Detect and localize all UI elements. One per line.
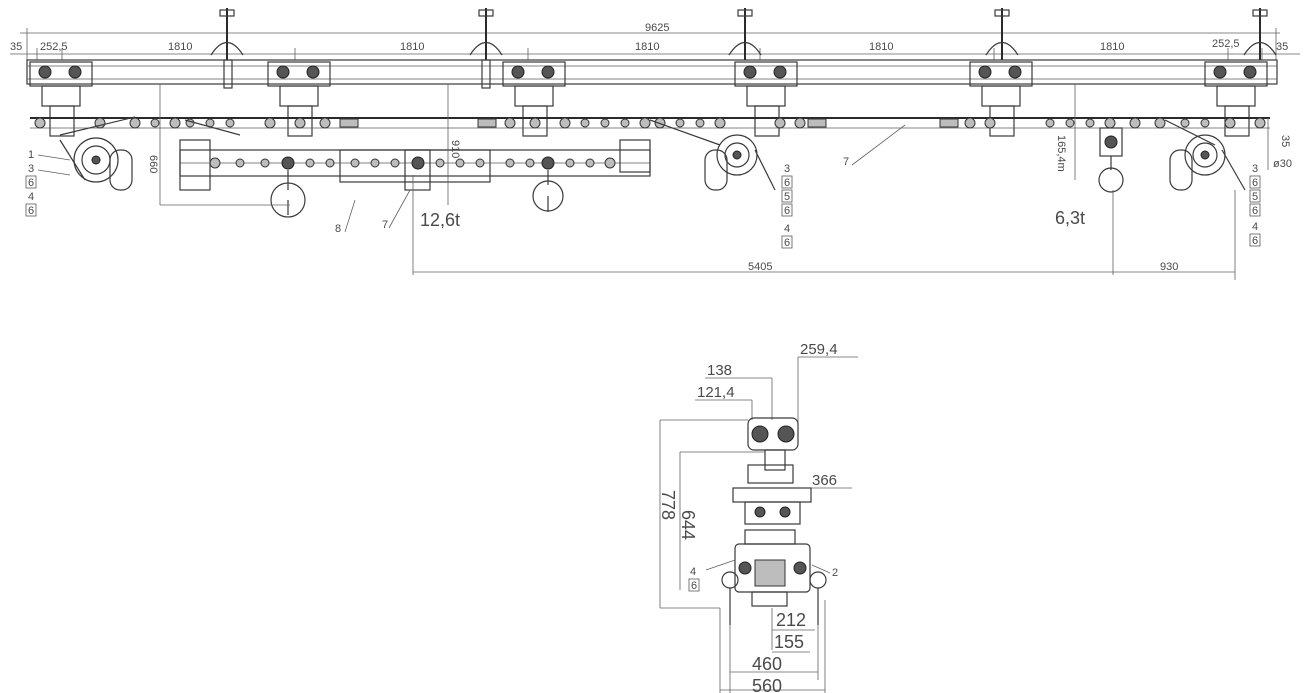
hook-left (270, 170, 306, 218)
callout-6-right-a: 6 (1252, 177, 1258, 189)
callout-6-left-a: 6 (28, 177, 34, 189)
hanger-4 (985, 8, 1019, 60)
winch-left (59, 137, 133, 191)
callout-7-right: 7 (843, 156, 849, 168)
height-644-label: 644 (678, 510, 698, 540)
callout-stack-center: 3 6 5 6 4 6 (781, 163, 793, 249)
load-left-label: 12,6t (420, 210, 460, 230)
section-callout-4: 4 (690, 566, 696, 578)
callout-6-center-a: 6 (784, 177, 790, 189)
winch-center (704, 134, 776, 191)
callout-6-left-b: 6 (28, 205, 34, 217)
right-drop-dim-label: 165,4m (1055, 135, 1067, 172)
callout-4-right: 4 (1252, 221, 1258, 233)
trolley-6 (1204, 61, 1268, 137)
end-offset-right-label: 35 (1276, 41, 1288, 53)
hanger-2 (469, 8, 503, 89)
height-dim-label: 910 (449, 140, 461, 158)
diameter-dim-label: ø30 (1273, 158, 1292, 170)
load-right-label: 6,3t (1055, 208, 1085, 228)
section-callout-2: 2 (832, 567, 838, 579)
overall-length-label: 9625 (645, 22, 669, 34)
callout-6-right-b: 6 (1252, 205, 1258, 217)
callout-1: 1 (28, 149, 34, 161)
callout-6-right-c: 6 (1252, 235, 1258, 247)
hook-right (1098, 127, 1124, 193)
width-121-label: 121,4 (697, 384, 735, 401)
width-138-label: 138 (707, 362, 732, 379)
width-460-label: 460 (752, 654, 782, 674)
end-offset-left-label: 35 (10, 41, 22, 53)
span-label-5: 1810 (1100, 41, 1124, 53)
span-label-2: 1810 (400, 41, 424, 53)
hanger-1 (210, 8, 244, 89)
callout-5-right: 5 (1252, 191, 1258, 203)
trolley-3 (502, 61, 566, 137)
width-560-label: 560 (752, 676, 782, 693)
callout-6-center-c: 6 (784, 237, 790, 249)
top-view: 9625 35 252,5 1810 1810 1810 1810 1810 2… (10, 8, 1300, 280)
callout-6-center-b: 6 (784, 205, 790, 217)
section-callout-6: 6 (691, 580, 697, 592)
trolley-1 (29, 61, 93, 137)
hanger-5 (1243, 8, 1277, 60)
section-view: 259,4 138 121,4 366 778 644 (658, 341, 858, 693)
callout-3-right: 3 (1252, 163, 1258, 175)
callout-4-center: 4 (784, 223, 790, 235)
trolley-5 (969, 61, 1033, 137)
callout-3-center: 3 (784, 163, 790, 175)
rail-bolts (34, 117, 1266, 129)
bottom-dim-long-label: 5405 (748, 261, 772, 273)
bottom-dim-short-label: 930 (1160, 261, 1178, 273)
width-212-label: 212 (776, 610, 806, 630)
edge-spacing-left-label: 252,5 (40, 41, 68, 53)
right-end-dim-label: 35 (1279, 135, 1291, 147)
span-label-3: 1810 (635, 41, 659, 53)
width-top-label: 259,4 (800, 341, 838, 358)
left-drop-dim-label: 660 (147, 155, 159, 173)
winch-right (1169, 134, 1246, 191)
span-label-4: 1810 (869, 41, 893, 53)
callout-8: 8 (335, 223, 341, 235)
height-778-label: 778 (658, 490, 678, 520)
width-155-label: 155 (774, 632, 804, 652)
edge-spacing-right-label: 252,5 (1212, 38, 1240, 50)
callout-5-center: 5 (784, 191, 790, 203)
hanger-3 (728, 8, 762, 60)
callout-stack-left: 1 3 6 4 6 (25, 149, 71, 217)
trolley-group (29, 61, 1268, 137)
trolley-4 (734, 61, 798, 137)
callout-4-left: 4 (28, 191, 34, 203)
callout-stack-right: 3 6 5 6 4 6 (1249, 163, 1261, 247)
width-366-label: 366 (812, 472, 837, 489)
callout-3-left: 3 (28, 163, 34, 175)
trolley-2 (267, 61, 331, 137)
span-label-1: 1810 (168, 41, 192, 53)
hook-center (532, 170, 564, 212)
spreader-beam (179, 139, 651, 191)
callout-7-left: 7 (382, 219, 388, 231)
